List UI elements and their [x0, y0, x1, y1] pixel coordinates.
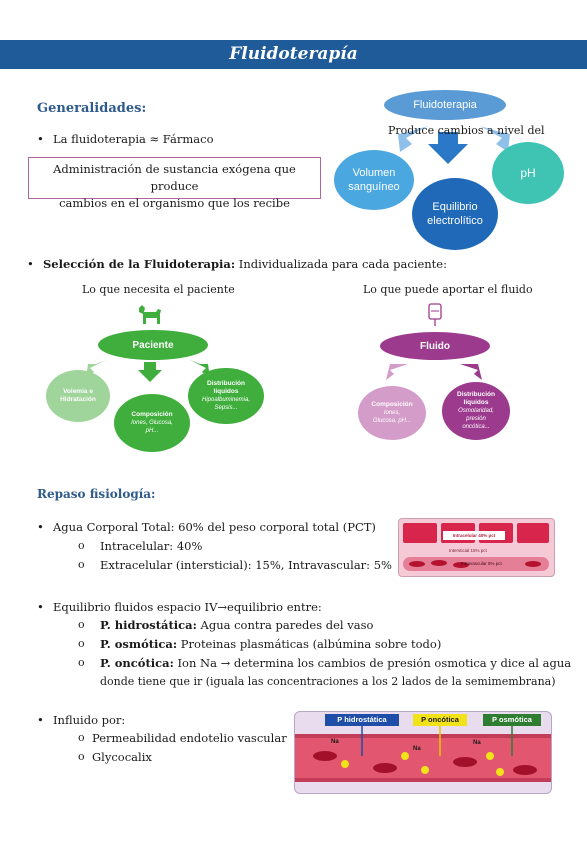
equilibrio-bullet: •Equilibrio fluidos espacio IV→equilibri… — [37, 600, 322, 614]
definition-line-2: cambios en el organismo que los recibe — [59, 196, 290, 210]
iv-bag-icon — [428, 303, 442, 326]
seleccion-bold: Selección de la Fluidoterapia: — [43, 257, 236, 271]
generalidades-bullet-text: La fluidoterapia ≈ Fármaco — [53, 132, 214, 146]
agua-bullet: •Agua Corporal Total: 60% del peso corpo… — [37, 520, 376, 534]
volumen-node: Volumen sanguíneo — [334, 150, 414, 210]
dog-icon — [139, 305, 161, 324]
fluido-composicion-node: Composición Iones, Glucosa, pH... — [358, 386, 426, 440]
fluidoterapia-node-label: Fluidoterapia — [413, 99, 477, 111]
volumen-line-2: sanguíneo — [348, 181, 400, 193]
distribucion-line-2: Sepsis... — [214, 405, 238, 411]
na-label-1: Na — [331, 739, 339, 745]
fluido-arrows — [386, 364, 482, 380]
volemia-line-2: Hidratación — [60, 396, 96, 403]
intracelular-text: Intracelular: 40% — [100, 539, 203, 553]
osmotica-tag: P osmótica — [483, 714, 541, 726]
fluido-composicion-line-2: Glucosa, pH... — [372, 418, 411, 424]
seleccion-rest: Individualizada para cada paciente: — [235, 257, 447, 271]
equilibrio-node: Equilibrio electrolítico — [412, 178, 498, 250]
paciente-node: Paciente — [98, 330, 208, 360]
paciente-diagram: Paciente Volemia e Hidratación Composici… — [40, 298, 280, 452]
na-label-2: Na — [413, 746, 421, 752]
fluido-distribucion-title-2: líquidos — [463, 399, 489, 406]
volumen-line-1: Volumen — [352, 167, 396, 179]
distribucion-title-1: Distribución — [207, 380, 245, 387]
right-caption: Lo que puede aportar el fluido — [363, 283, 533, 296]
fluido-distribucion-node: Distribución líquidos Osmolaridad, presi… — [442, 382, 510, 440]
intersticial-label: Intersticial 15% pct — [449, 548, 487, 553]
definition-box: Administración de sustancia exógena que … — [28, 157, 321, 210]
fluido-composicion-line-1: Iones, — [383, 410, 401, 416]
fluido-node: Fluido — [380, 332, 490, 360]
osmotica-rest: Proteinas plasmáticas (albúmina sobre to… — [177, 637, 442, 651]
generalidades-bullet: •La fluidoterapia ≈ Fármaco — [37, 132, 214, 146]
vessel-drawing — [295, 726, 551, 782]
equilibrio-text: Equilibrio fluidos espacio IV→equilibrio… — [53, 600, 322, 614]
fluidoterapia-arrows — [398, 126, 510, 164]
fluido-label: Fluido — [420, 340, 450, 352]
extracelular-text: Extracelular (intersticial): 15%, Intrav… — [100, 558, 392, 572]
vessel-image: P hidrostática P oncótica P osmótica Na … — [294, 711, 552, 794]
influido-text: Influido por: — [53, 713, 126, 727]
agua-text: Agua Corporal Total: 60% del peso corpor… — [53, 520, 376, 534]
oncotica-rest: Ion Na → determina los cambios de presió… — [173, 656, 572, 670]
hidrostatica-tag: P hidrostática — [325, 714, 399, 726]
composicion-node: Composición Iones, Glucosa, pH... — [114, 394, 190, 452]
repaso-heading: Repaso fisiología: — [37, 487, 156, 501]
composicion-title: Composición — [131, 411, 173, 418]
osmotica-bold: P. osmótica: — [100, 637, 178, 651]
fluido-diagram: Fluido Composición Iones, Glucosa, pH...… — [350, 298, 530, 440]
intravascular-label: Intravascular 5% pct — [461, 561, 502, 566]
influido-bullet: •Influido por: — [37, 713, 126, 727]
definition-line-1: Administración de sustancia exógena que … — [53, 162, 296, 193]
equilibrio-line-1: Equilibrio — [432, 201, 478, 213]
page-title: Fluidoterapía — [229, 44, 358, 64]
fluidoterapia-caption: Produce cambios a nivel del — [388, 124, 545, 137]
seleccion-bullet: • Selección de la Fluidoterapia: Individ… — [27, 257, 447, 271]
compartments-image: Intracelular 40% pct Intersticial 15% pc… — [398, 518, 555, 577]
fluido-distribucion-line-1: Osmolaridad, — [458, 408, 494, 414]
oncotica-continuation: donde tiene que ir (iguala las concentra… — [100, 675, 556, 688]
title-bar: Fluidoterapía — [0, 40, 587, 69]
volemia-line-1: Volemia e — [63, 388, 93, 395]
permeabilidad-text: Permeabilidad endotelio vascular — [92, 731, 287, 745]
equilibrio-line-2: electrolítico — [427, 215, 483, 227]
fluido-distribucion-title-1: Distribución — [457, 391, 495, 398]
composicion-line-2: pH... — [145, 428, 159, 434]
fluido-composicion-title: Composición — [371, 401, 413, 408]
fluidoterapia-diagram: Fluidoterapia Produce cambios a nivel de… — [330, 86, 570, 256]
hidrostatica-rest: Agua contra paredes del vaso — [196, 618, 374, 632]
oncotica-bold: P. oncótica: — [100, 656, 174, 670]
left-caption: Lo que necesita el paciente — [82, 283, 235, 296]
fluido-distribucion-line-2: presión — [466, 416, 486, 422]
fluidoterapia-node: Fluidoterapia — [384, 90, 506, 120]
distribucion-title-2: líquidos — [213, 388, 239, 395]
composicion-line-1: Iones, Glucosa, — [131, 420, 173, 426]
glycocalix-text: Glycocalix — [92, 750, 152, 764]
oncotica-tag: P oncótica — [413, 714, 467, 726]
distribucion-node: Distribución líquidos Hipoalbuminemia, S… — [188, 368, 264, 424]
ph-node: pH — [492, 142, 564, 204]
distribucion-line-1: Hipoalbuminemia, — [201, 397, 251, 403]
ph-label: pH — [520, 166, 536, 180]
hidrostatica-bold: P. hidrostática: — [100, 618, 197, 632]
generalidades-heading: Generalidades: — [37, 101, 147, 116]
red-cells — [409, 560, 541, 568]
na-label-3: Na — [473, 740, 481, 746]
fluido-distribucion-line-3: oncótica... — [462, 424, 490, 430]
volemia-node: Volemia e Hidratación — [46, 370, 110, 422]
paciente-label: Paciente — [132, 339, 174, 351]
intracelular-label: Intracelular 40% pct — [443, 531, 505, 540]
